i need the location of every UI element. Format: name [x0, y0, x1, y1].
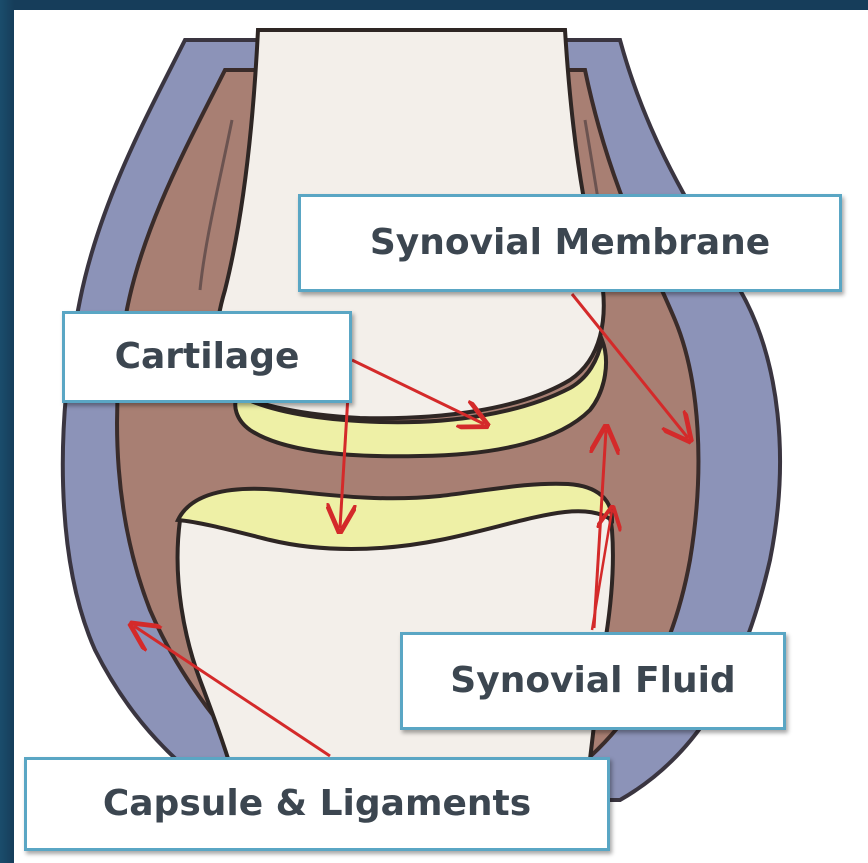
synovial-membrane-label: Synovial Membrane	[298, 194, 842, 292]
synovial-membrane-text: Synovial Membrane	[370, 225, 770, 261]
synovial-fluid-text: Synovial Fluid	[450, 663, 735, 699]
capsule-ligaments-text: Capsule & Ligaments	[103, 786, 531, 822]
cartilage-label: Cartilage	[62, 311, 352, 403]
cartilage-text: Cartilage	[115, 339, 300, 375]
synovial-fluid-label: Synovial Fluid	[400, 632, 786, 730]
capsule-ligaments-label: Capsule & Ligaments	[24, 757, 610, 851]
